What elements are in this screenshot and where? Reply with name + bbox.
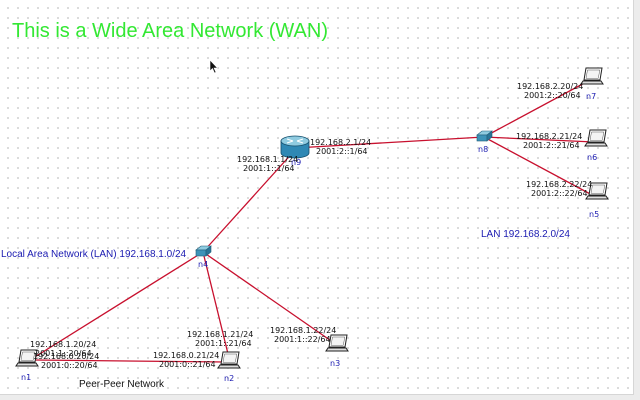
addr-n7-v6: 2001:2::20/64 bbox=[524, 91, 581, 100]
addr-n3-v6: 2001:1::22/64 bbox=[274, 335, 331, 344]
addr-n1-p2p-v6: 2001:0::20/64 bbox=[41, 361, 98, 370]
vertical-scrollbar[interactable] bbox=[633, 0, 640, 400]
link-n1-n2[interactable] bbox=[33, 359, 226, 363]
host-n5[interactable]: n5 bbox=[585, 182, 609, 219]
laptop-icon bbox=[217, 351, 241, 369]
host-n1[interactable]: n1 bbox=[15, 349, 39, 382]
switch-n8[interactable]: n8 bbox=[476, 130, 493, 154]
switch-icon bbox=[195, 245, 212, 257]
addr-n7-v4: 192.168.2.20/24 bbox=[517, 82, 583, 91]
link-n4-n1[interactable] bbox=[29, 251, 204, 361]
node-label-n6: n6 bbox=[587, 153, 597, 162]
mouse-cursor-icon bbox=[209, 59, 219, 74]
addr-router-lan2-v4: 192.168.2.1/24 bbox=[310, 138, 371, 147]
router-n9[interactable]: n9 bbox=[280, 135, 310, 167]
link-n8-n7[interactable] bbox=[483, 79, 591, 138]
addr-n6-v6: 2001:2::21/64 bbox=[523, 141, 580, 150]
addr-n1-lan-v4: 192.168.1.20/24 bbox=[30, 340, 96, 349]
node-label-n2: n2 bbox=[224, 374, 234, 383]
network-links bbox=[29, 79, 595, 363]
host-n3[interactable]: n3 bbox=[325, 334, 349, 368]
addr-n2-lan-v4: 192.168.1.21/24 bbox=[187, 330, 253, 339]
link-n4-n2[interactable] bbox=[202, 251, 231, 363]
node-label-n9: n9 bbox=[291, 158, 301, 167]
laptop-icon bbox=[580, 67, 604, 85]
router-icon bbox=[280, 135, 310, 159]
switch-n4[interactable]: n4 bbox=[195, 245, 212, 269]
link-n9-n8[interactable] bbox=[294, 136, 485, 149]
addr-n2-p2p-v4: 192.168.0.21/24 bbox=[153, 351, 219, 360]
addr-n2-lan-v6: 2001:1::21/64 bbox=[195, 339, 252, 348]
node-label-n3: n3 bbox=[330, 359, 340, 368]
node-label-n5: n5 bbox=[589, 210, 599, 219]
addr-router-lan1-v6: 2001:1::1/64 bbox=[243, 164, 295, 173]
link-n4-n9[interactable] bbox=[202, 149, 296, 253]
node-label-n4: n4 bbox=[198, 260, 208, 269]
interface-addresses: 192.168.1.1/24 2001:1::1/64 192.168.2.1/… bbox=[30, 82, 592, 370]
link-n8-n6[interactable] bbox=[483, 136, 595, 143]
p2p-annotation[interactable]: Peer-Peer Network bbox=[79, 379, 165, 390]
addr-n5-v6: 2001:2::22/64 bbox=[531, 189, 588, 198]
node-label-n1: n1 bbox=[21, 373, 31, 382]
addr-n1-p2p-v4: 192.168.0.20/24 bbox=[33, 352, 99, 361]
host-n7[interactable]: n7 bbox=[580, 67, 604, 101]
addr-router-lan2-v6: 2001:2::1/64 bbox=[316, 147, 368, 156]
wan-title: This is a Wide Area Network (WAN) bbox=[12, 20, 328, 42]
addr-n6-v4: 192.168.2.21/24 bbox=[516, 132, 582, 141]
addr-n1-lan-v6: 2001:1::20/64 bbox=[35, 349, 92, 358]
addr-n2-p2p-v6: 2001:0::21/64 bbox=[159, 360, 216, 369]
link-n8-n5[interactable] bbox=[483, 136, 595, 197]
addr-n5-v4: 192.168.2.22/24 bbox=[526, 180, 592, 189]
horizontal-scrollbar[interactable] bbox=[0, 394, 634, 400]
node-label-n7: n7 bbox=[586, 92, 596, 101]
link-n4-n3[interactable] bbox=[202, 251, 338, 346]
addr-router-lan1-v4: 192.168.1.1/24 bbox=[237, 155, 298, 164]
laptop-icon bbox=[584, 129, 608, 147]
lan2-annotation[interactable]: LAN 192.168.2.0/24 bbox=[481, 229, 570, 240]
node-label-n8: n8 bbox=[478, 145, 488, 154]
host-n6[interactable]: n6 bbox=[584, 129, 608, 162]
host-n2[interactable]: n2 bbox=[217, 351, 241, 383]
addr-n3-v4: 192.168.1.22/24 bbox=[270, 326, 336, 335]
lan1-annotation[interactable]: Local Area Network (LAN) 192.168.1.0/24 bbox=[1, 249, 187, 260]
